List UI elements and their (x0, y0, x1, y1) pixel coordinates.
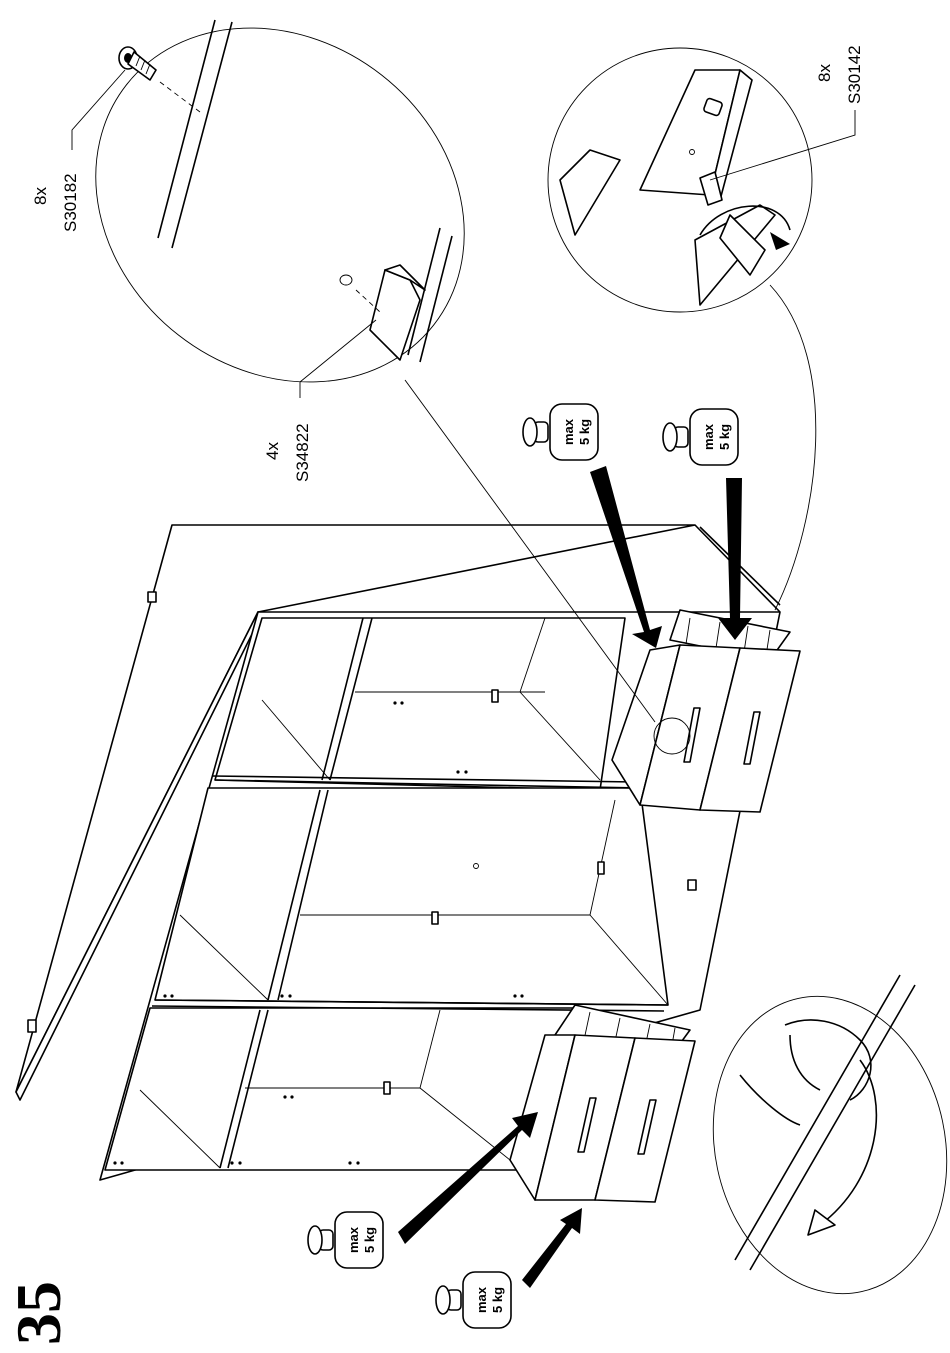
svg-text:4x: 4x (263, 442, 282, 460)
weight-icon: max 5 kg (663, 409, 738, 465)
svg-text:5 kg: 5 kg (362, 1227, 377, 1253)
svg-text:S34822: S34822 (293, 423, 312, 482)
compartment-bottom (105, 1008, 585, 1170)
bracket-icon (340, 265, 425, 360)
svg-text:S30182: S30182 (61, 173, 80, 232)
weight-icon: max 5 kg (308, 1212, 383, 1268)
svg-text:5 kg: 5 kg (490, 1287, 505, 1313)
screw-icon (119, 47, 156, 80)
callout-s34822: 4x S34822 (263, 320, 376, 482)
step-number: 35 (3, 1281, 74, 1345)
svg-text:max: max (474, 1286, 489, 1313)
detail-leader-line (770, 285, 816, 610)
svg-text:8x: 8x (815, 64, 834, 82)
svg-text:8x: 8x (31, 187, 50, 205)
detail-pressing-hand (686, 974, 950, 1315)
svg-text:max: max (346, 1226, 361, 1253)
compartment-middle (155, 788, 668, 1005)
svg-text:5 kg: 5 kg (577, 419, 592, 445)
hand-icon (785, 1020, 871, 1100)
svg-text:5 kg: 5 kg (717, 424, 732, 450)
callout-s30182: 8x S30182 (31, 70, 125, 232)
svg-text:max: max (561, 418, 576, 445)
arrow-icon (808, 1210, 835, 1235)
arrow-icon (522, 1208, 582, 1288)
weight-icon: max 5 kg (523, 404, 598, 460)
svg-text:max: max (701, 423, 716, 450)
svg-text:S30142: S30142 (845, 45, 864, 104)
weight-icon: max 5 kg (436, 1272, 511, 1328)
compartment-top (215, 618, 625, 790)
